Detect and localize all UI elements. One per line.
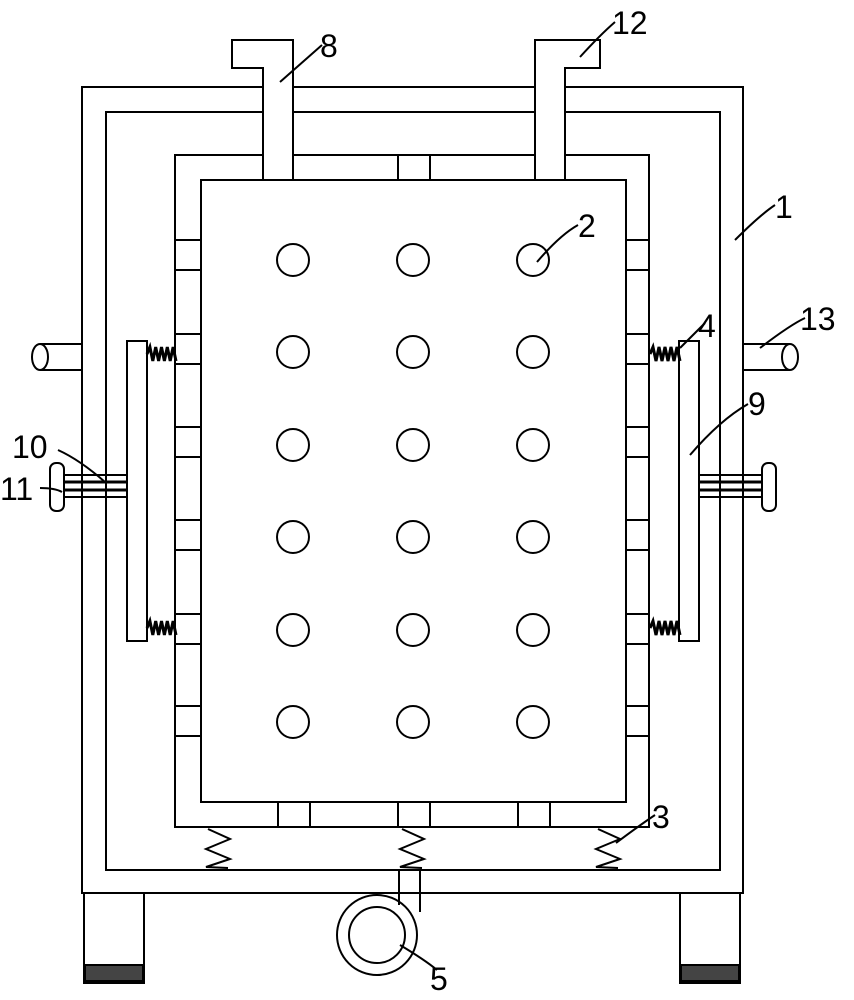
- label-2: 2: [578, 208, 596, 244]
- label-3: 3: [652, 799, 670, 835]
- hole-3-0: [276, 520, 310, 554]
- connector-block-right-1: [625, 333, 650, 365]
- spring-left-bottom: [145, 615, 178, 636]
- connector-block-right-4: [625, 613, 650, 645]
- connector-block-left-5: [174, 705, 202, 737]
- connector-blocks: [174, 154, 650, 828]
- hole-2-0: [276, 428, 310, 462]
- bottom-spring-left: [203, 828, 233, 869]
- label-8: 8: [320, 28, 338, 64]
- label-4: 4: [698, 308, 716, 344]
- connector-block-left-3: [174, 519, 202, 551]
- hole-0-2: [516, 243, 550, 277]
- side-springs: [145, 341, 682, 636]
- leader-lines: [39, 21, 806, 971]
- bottom-spring-right: [593, 828, 623, 869]
- inlet-pipe-right: [534, 39, 601, 181]
- pressure-plate-right: [678, 340, 700, 642]
- hole-2-1: [396, 428, 430, 462]
- screw-rod-right: [698, 462, 777, 512]
- hole-0-0: [276, 243, 310, 277]
- drain-outlet: [336, 870, 421, 976]
- connector-block-left-1: [174, 333, 202, 365]
- hole-2-2: [516, 428, 550, 462]
- handle-left: [31, 343, 82, 371]
- leg-right: [679, 892, 741, 984]
- connector-block-bottom-1: [397, 801, 431, 828]
- label-12: 12: [612, 5, 648, 41]
- hole-1-0: [276, 335, 310, 369]
- connector-block-left-2: [174, 426, 202, 458]
- pressure-plate-left: [126, 340, 148, 642]
- inner-basket: [200, 179, 627, 803]
- label-5: 5: [430, 961, 448, 997]
- hole-1-2: [516, 335, 550, 369]
- hole-4-2: [516, 613, 550, 647]
- bottom-springs: [203, 828, 623, 869]
- bottom-spring-center: [397, 828, 427, 869]
- hole-3-2: [516, 520, 550, 554]
- connector-block-top: [397, 154, 431, 181]
- connector-block-bottom-2: [517, 801, 551, 828]
- connector-block-left-4: [174, 613, 202, 645]
- connector-block-right-2: [625, 426, 650, 458]
- screw-rod-left: [49, 462, 128, 512]
- label-11: 11: [0, 471, 33, 507]
- spring-right-bottom: [648, 616, 682, 636]
- label-13: 13: [800, 301, 836, 337]
- hole-5-2: [516, 705, 550, 739]
- perforation-holes: [276, 243, 550, 739]
- hole-1-1: [396, 335, 430, 369]
- spring-right-top: [648, 342, 682, 362]
- label-1: 1: [775, 189, 793, 225]
- handle-right: [743, 343, 799, 371]
- hole-4-1: [396, 613, 430, 647]
- connector-block-bottom-0: [277, 801, 311, 828]
- hole-0-1: [396, 243, 430, 277]
- connector-block-right-5: [625, 705, 650, 737]
- connector-block-right-3: [625, 519, 650, 551]
- inlet-pipe-left: [231, 39, 294, 181]
- leg-left: [83, 892, 145, 984]
- spring-left-top: [145, 341, 178, 362]
- label-9: 9: [748, 386, 766, 422]
- hole-5-0: [276, 705, 310, 739]
- connector-block-right-0: [625, 239, 650, 271]
- hole-3-1: [396, 520, 430, 554]
- label-10: 10: [12, 429, 48, 465]
- hole-4-0: [276, 613, 310, 647]
- connector-block-left-0: [174, 239, 202, 271]
- hole-5-1: [396, 705, 430, 739]
